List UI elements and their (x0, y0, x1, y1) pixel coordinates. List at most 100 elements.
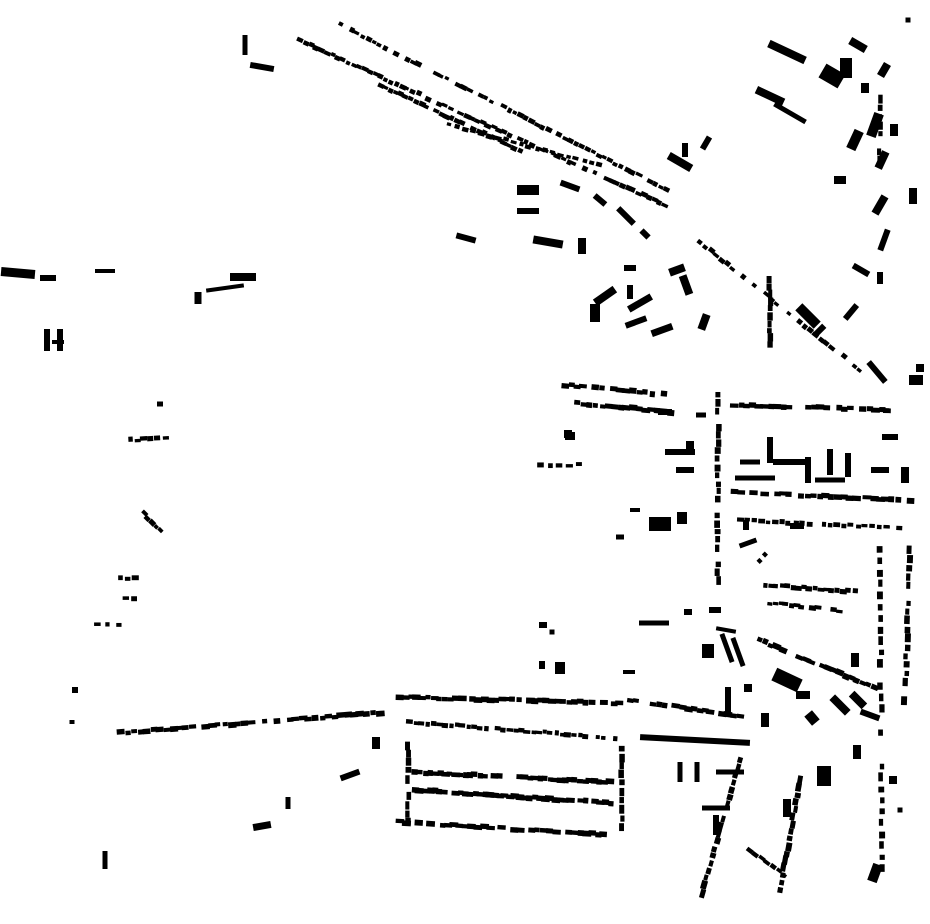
building (904, 615, 910, 625)
building (592, 169, 598, 176)
building (649, 701, 657, 707)
building (312, 44, 320, 52)
building (319, 715, 326, 721)
building (779, 862, 787, 872)
building (470, 771, 478, 778)
building (861, 523, 868, 528)
building (506, 727, 514, 732)
building (761, 637, 769, 646)
building (760, 404, 770, 409)
building (436, 696, 442, 702)
building (902, 677, 908, 687)
building (851, 653, 859, 667)
building (649, 517, 671, 531)
building (822, 339, 830, 347)
building (425, 694, 431, 700)
building (451, 790, 460, 796)
building (618, 745, 625, 752)
building (528, 827, 536, 833)
building (766, 283, 772, 291)
building (767, 437, 773, 463)
building (830, 606, 837, 613)
building (773, 459, 807, 465)
building (842, 303, 860, 321)
building (355, 710, 365, 717)
building (620, 815, 625, 822)
building (600, 735, 606, 741)
building (629, 186, 636, 193)
building (639, 734, 751, 746)
building (506, 132, 513, 139)
building (407, 95, 414, 102)
building (662, 185, 671, 193)
building (705, 708, 715, 715)
building (430, 771, 440, 776)
building (794, 653, 804, 661)
building (782, 601, 789, 607)
building (311, 714, 319, 722)
building (405, 817, 411, 825)
building (382, 84, 389, 91)
building (545, 828, 554, 834)
building (404, 85, 410, 91)
building (827, 522, 833, 528)
building (686, 441, 694, 455)
building (230, 273, 256, 281)
building (792, 797, 799, 806)
building (564, 430, 572, 438)
building (542, 697, 550, 704)
building (641, 388, 648, 395)
building (719, 633, 735, 663)
building (821, 492, 830, 499)
building (627, 168, 636, 177)
building (411, 768, 418, 775)
building (728, 265, 736, 272)
building (882, 408, 891, 414)
building (877, 61, 891, 79)
building (252, 820, 272, 832)
building (858, 406, 867, 412)
building (555, 662, 565, 674)
building (592, 285, 618, 307)
building (890, 124, 898, 136)
building (442, 113, 451, 121)
building (801, 323, 809, 331)
building (454, 81, 462, 89)
building (571, 732, 577, 737)
building (715, 535, 721, 543)
building (771, 642, 782, 651)
building (235, 721, 241, 727)
building (405, 801, 410, 810)
building (560, 156, 567, 162)
building (866, 112, 884, 138)
building (592, 193, 608, 207)
building (563, 731, 572, 738)
building (595, 152, 603, 160)
building (635, 171, 644, 178)
building (876, 524, 882, 530)
building (567, 137, 575, 145)
building (708, 860, 714, 867)
building (392, 89, 399, 96)
building (599, 699, 608, 706)
building (806, 326, 815, 334)
building (392, 50, 400, 58)
building (710, 846, 718, 853)
building (227, 721, 237, 729)
building (758, 518, 766, 524)
building (628, 387, 637, 394)
building (542, 729, 547, 734)
building (796, 775, 804, 784)
building (561, 383, 570, 389)
building (818, 63, 846, 89)
building (146, 435, 154, 442)
building (705, 867, 712, 875)
building (880, 496, 890, 502)
building (423, 770, 429, 777)
building (483, 725, 489, 732)
building (482, 95, 489, 101)
building (377, 73, 384, 80)
building (864, 681, 872, 688)
building (139, 436, 148, 441)
building (836, 404, 843, 411)
